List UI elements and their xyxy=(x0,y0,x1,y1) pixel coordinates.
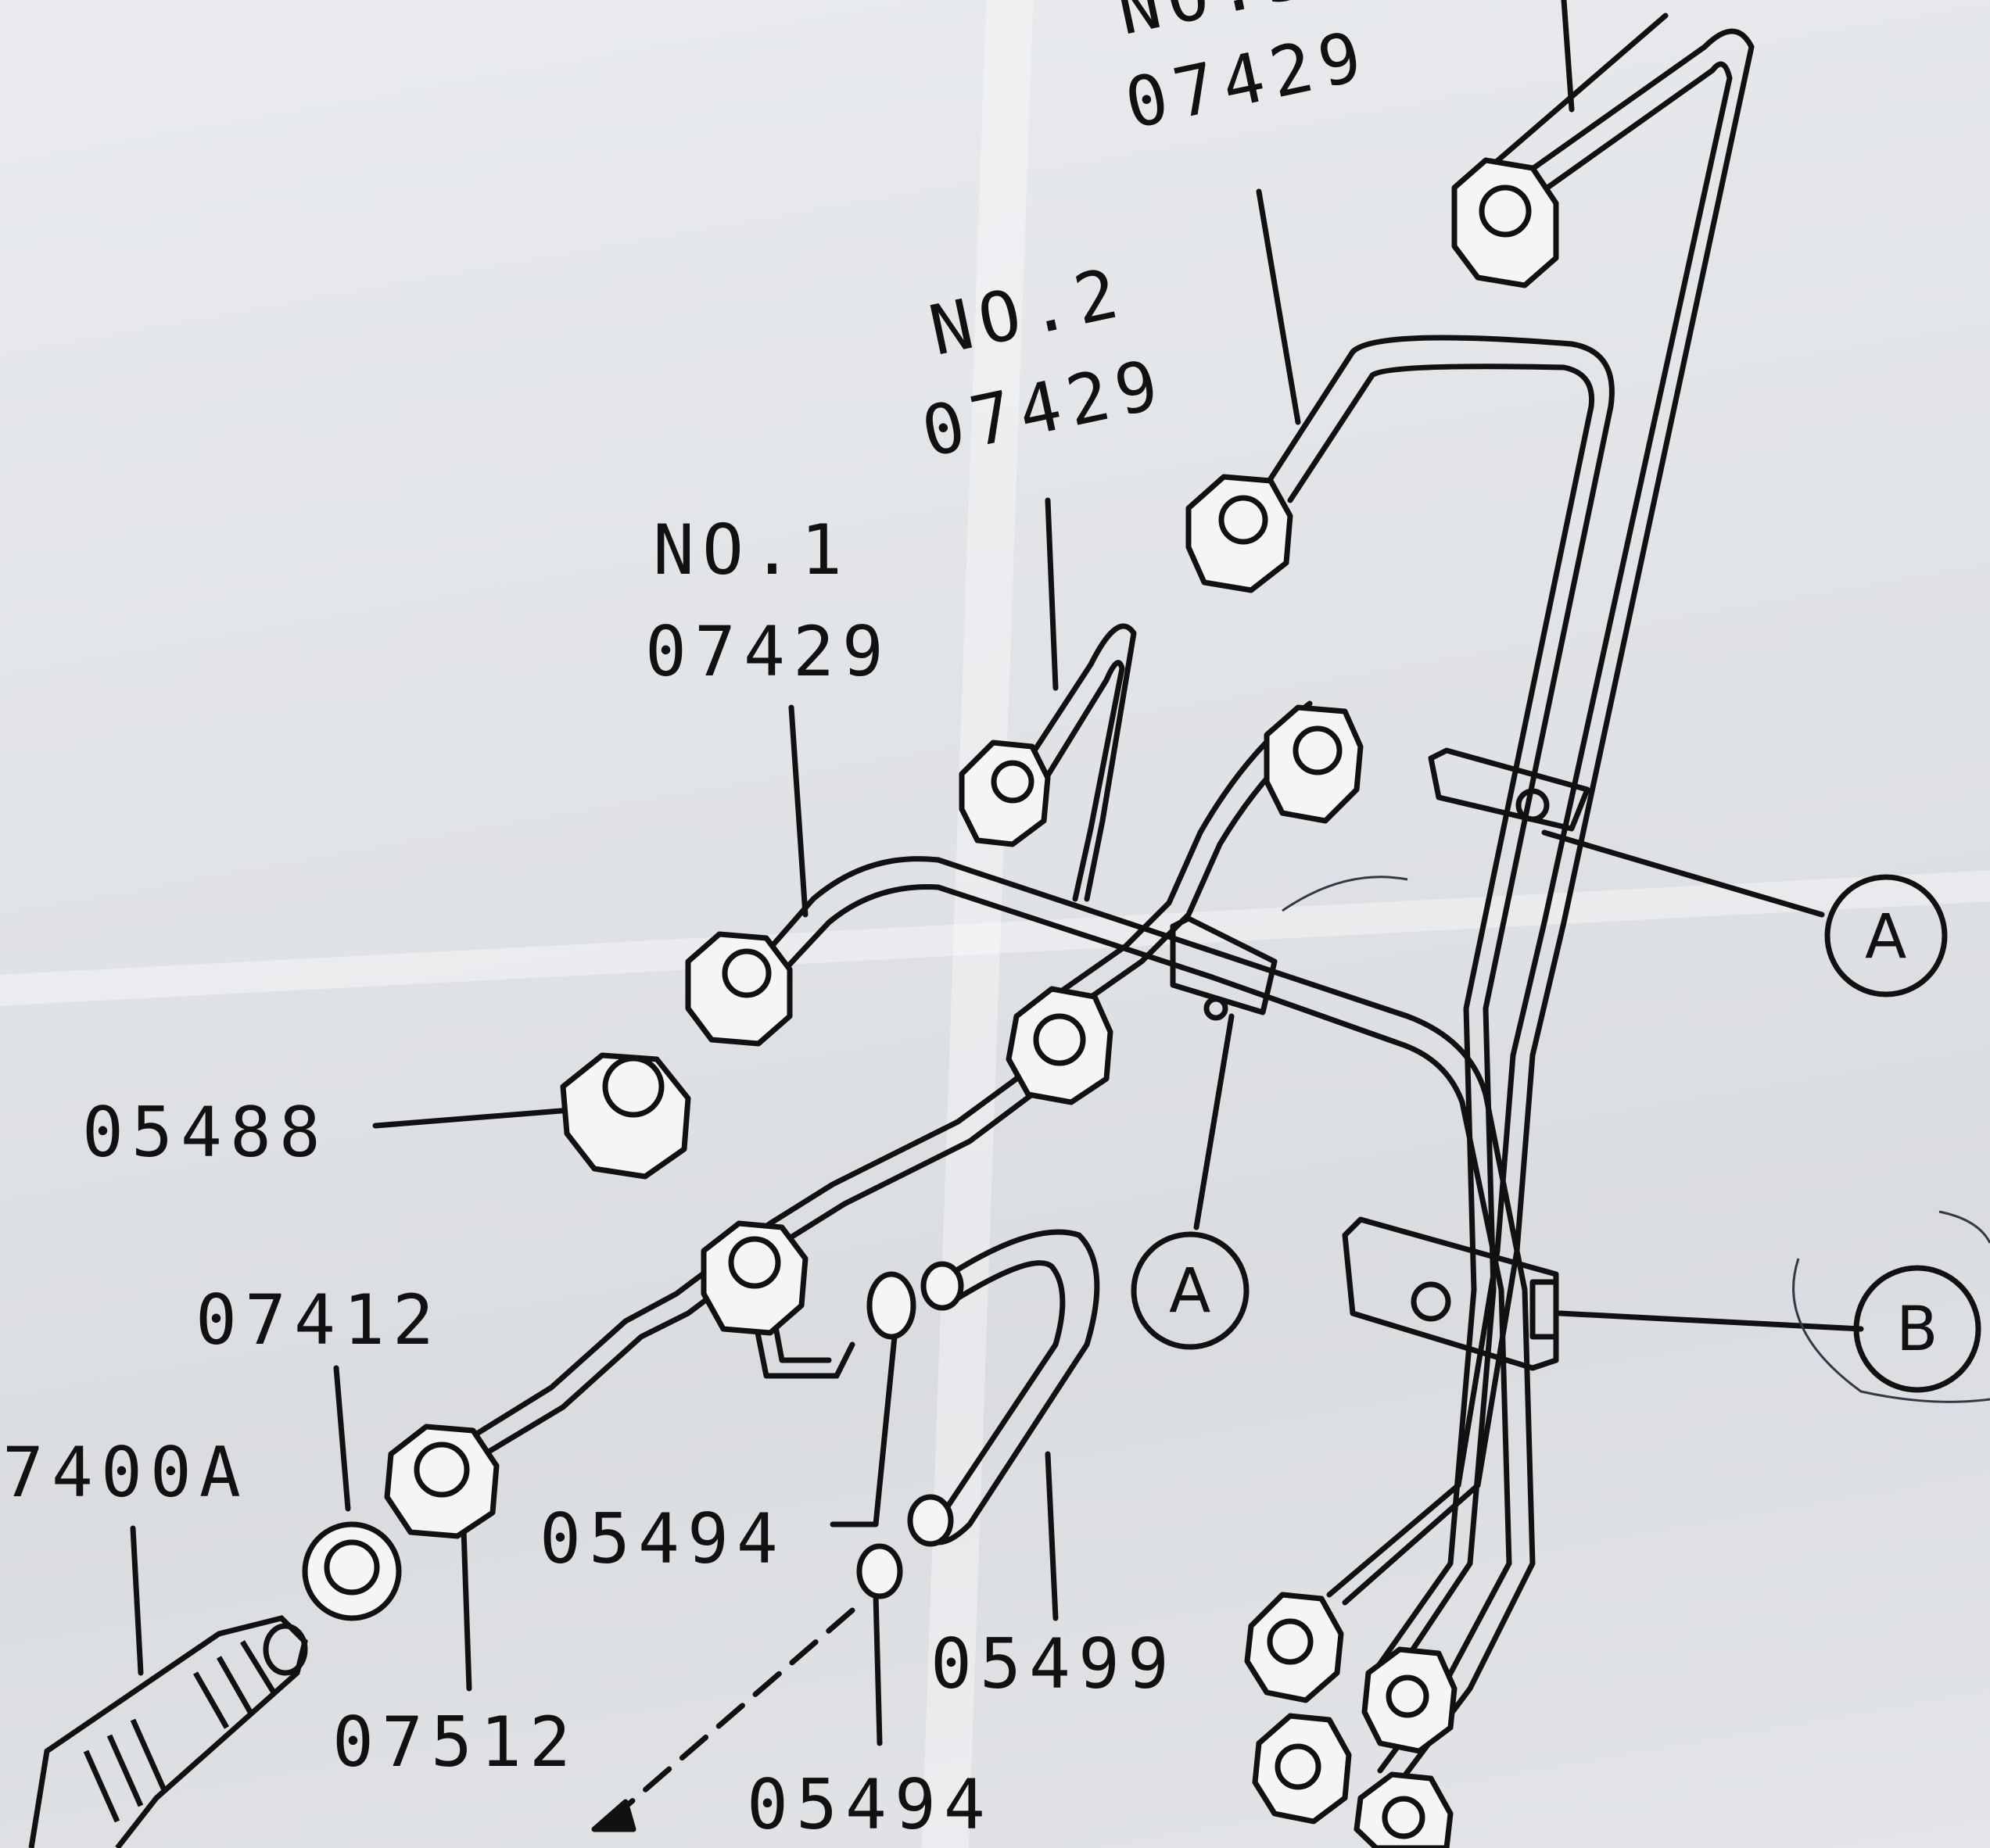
nut-no1-fitting xyxy=(685,931,793,1047)
nut-no2-fitting xyxy=(1185,474,1293,593)
leader-05494-lower xyxy=(873,1592,883,1746)
label-07412: 07412 xyxy=(195,1280,442,1360)
nut-leak-middle xyxy=(1006,986,1113,1105)
callout-b: B xyxy=(1896,1295,1946,1365)
label-no1-header: NO.1 xyxy=(653,510,850,590)
label-05494-upper: 05494 xyxy=(540,1499,786,1579)
clamp-a-center xyxy=(1170,915,1278,1021)
nut-bottom-1 xyxy=(1244,1592,1344,1703)
leader-no3 xyxy=(1256,188,1301,425)
callout-circle-a-right xyxy=(1824,874,1948,997)
label-no1-part: 07429 xyxy=(645,611,891,692)
callout-circle-a-center xyxy=(1131,1231,1250,1350)
leader-a-center xyxy=(1193,1013,1235,1230)
label-05499: 05499 xyxy=(930,1624,1177,1704)
hose-end xyxy=(907,1494,954,1547)
leader-07412 xyxy=(333,1365,351,1512)
leader-b xyxy=(1557,1310,1864,1332)
label-05494-lower: 05494 xyxy=(747,1764,993,1845)
pen-marks xyxy=(1282,876,1990,1403)
leader-05499 xyxy=(1045,1451,1059,1621)
leader-07400a xyxy=(130,1525,144,1676)
nut-leak-upper xyxy=(1264,704,1364,824)
pipe-no3-top xyxy=(1490,13,1669,167)
leader-no1 xyxy=(788,704,809,918)
nut-07512-part xyxy=(384,1424,500,1539)
nut-return-fitting xyxy=(959,740,1051,847)
callout-a-center: A xyxy=(1169,1256,1219,1327)
leader-a-right xyxy=(1541,829,1825,918)
clip-05494-lower-part xyxy=(856,1543,903,1599)
nut-bottom-4 xyxy=(1354,1771,1454,1848)
callout-circle-b xyxy=(1853,1265,1981,1393)
leader-dashed-arrow xyxy=(615,1607,855,1817)
leader-no2 xyxy=(1045,497,1059,691)
leader-05488 xyxy=(372,1107,574,1129)
nut-no3-fitting xyxy=(1451,157,1559,288)
injection-nozzle-07400a xyxy=(28,1615,308,1848)
nut-leak-lower xyxy=(701,1220,809,1336)
clip-05494-upper-part xyxy=(866,1261,964,1340)
label-07400a: 07400A xyxy=(0,1432,249,1513)
elbow-stub xyxy=(748,1295,855,1379)
label-05488: 05488 xyxy=(82,1092,328,1173)
clamp-a-right xyxy=(1428,747,1590,832)
arrow-head xyxy=(591,1799,636,1832)
nut-bottom-2 xyxy=(1361,1646,1458,1754)
rubber-hose-05499 xyxy=(920,1229,1100,1545)
leader-no3-top xyxy=(1561,0,1575,113)
label-07512: 07512 xyxy=(332,1702,579,1782)
washer-07412-part xyxy=(302,1521,402,1621)
callout-a-right: A xyxy=(1865,902,1915,972)
nut-05488-part xyxy=(560,1052,691,1180)
injection-pipe-no2 xyxy=(1264,335,1615,1684)
leader-05494-upper xyxy=(830,1326,898,1527)
nut-bottom-3 xyxy=(1252,1713,1352,1825)
clamp-b xyxy=(1342,1216,1559,1371)
injection-pipe-no1 xyxy=(755,856,1536,1785)
injection-pipe-no3 xyxy=(1326,28,1755,1606)
return-pipe-hairpin xyxy=(1021,623,1137,902)
